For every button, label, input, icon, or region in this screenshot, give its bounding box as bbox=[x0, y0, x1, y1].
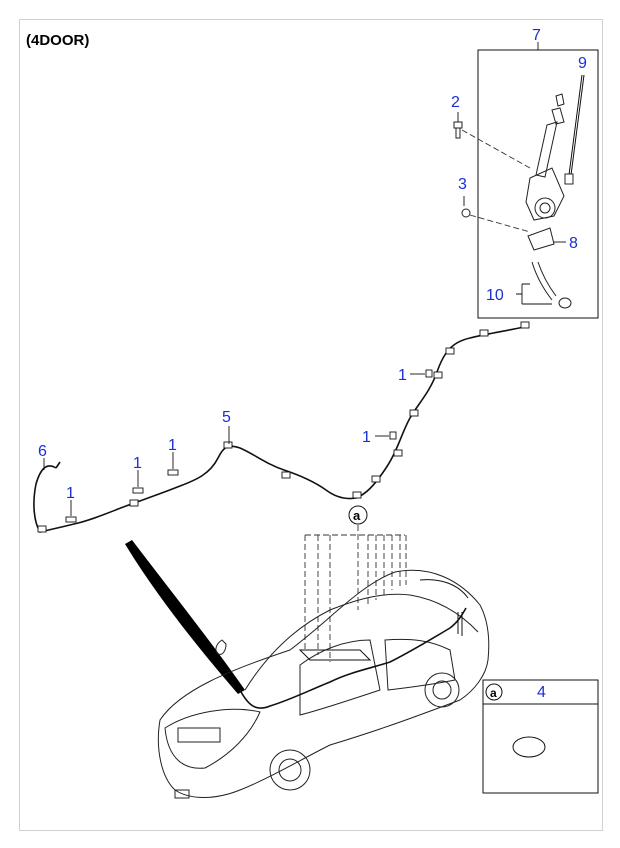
nut-3 bbox=[461, 208, 471, 218]
front-wheel bbox=[269, 749, 311, 791]
rear-wheel bbox=[424, 672, 460, 708]
bracket-8 bbox=[527, 227, 555, 251]
detail-marker-label: a bbox=[353, 508, 361, 523]
leader-10 bbox=[516, 283, 552, 305]
callout-9: 9 bbox=[578, 55, 587, 72]
car-cable bbox=[239, 607, 467, 709]
grommet bbox=[558, 297, 572, 309]
rear-window bbox=[384, 638, 456, 691]
side-mirror bbox=[215, 639, 227, 655]
callout-4: 4 bbox=[537, 684, 546, 701]
antenna-cable bbox=[33, 325, 529, 533]
detail-marker bbox=[348, 505, 368, 525]
callout-2: 2 bbox=[451, 94, 460, 111]
tape-pad bbox=[132, 487, 144, 494]
callout-10: 10 bbox=[486, 287, 504, 304]
car-body bbox=[157, 569, 490, 798]
bolt-2 bbox=[453, 121, 463, 139]
tape-pad bbox=[167, 469, 179, 476]
antenna-assembly-group: 7 9 2 3 8 10 bbox=[451, 27, 599, 319]
pointer-wedge bbox=[125, 540, 245, 694]
motor-tube bbox=[535, 121, 558, 178]
antenna-cable-group: 5 6 1 1 1 1 1 bbox=[33, 321, 530, 533]
tape-pad bbox=[425, 369, 433, 378]
callout-8: 8 bbox=[569, 235, 578, 252]
detail-a-group: a bbox=[304, 505, 407, 662]
car-illustration bbox=[157, 569, 490, 799]
tube-cap bbox=[555, 93, 565, 107]
callout-7: 7 bbox=[532, 27, 541, 44]
antenna-motor bbox=[525, 167, 565, 221]
callout-3: 3 bbox=[458, 176, 467, 193]
motor-gear bbox=[534, 197, 556, 219]
detail-box-marker: a bbox=[490, 686, 497, 700]
callout-1-b: 1 bbox=[133, 455, 142, 472]
front-window bbox=[299, 639, 381, 716]
tape-pad bbox=[389, 431, 397, 440]
callout-6: 6 bbox=[38, 443, 47, 460]
front-grille bbox=[177, 727, 221, 743]
callout-5: 5 bbox=[222, 409, 231, 426]
callout-1-e: 1 bbox=[398, 367, 407, 384]
roof-line bbox=[244, 593, 479, 691]
detail-dashed-leaders bbox=[304, 525, 407, 662]
pad-4 bbox=[512, 736, 546, 758]
antenna-mast bbox=[568, 74, 583, 176]
callout-1-d: 1 bbox=[362, 429, 371, 446]
headliner-panel bbox=[298, 649, 372, 661]
callout-1-a: 1 bbox=[66, 485, 75, 502]
callout-1-c: 1 bbox=[168, 437, 177, 454]
license-plate bbox=[174, 789, 190, 799]
diagram-title: (4DOOR) bbox=[26, 32, 89, 49]
tape-pad bbox=[65, 516, 77, 523]
drain-hose bbox=[531, 261, 553, 301]
mast-tip bbox=[564, 173, 574, 185]
detail-box-4: a 4 bbox=[482, 679, 599, 794]
grille-area bbox=[164, 708, 261, 769]
detail-box bbox=[482, 679, 599, 794]
